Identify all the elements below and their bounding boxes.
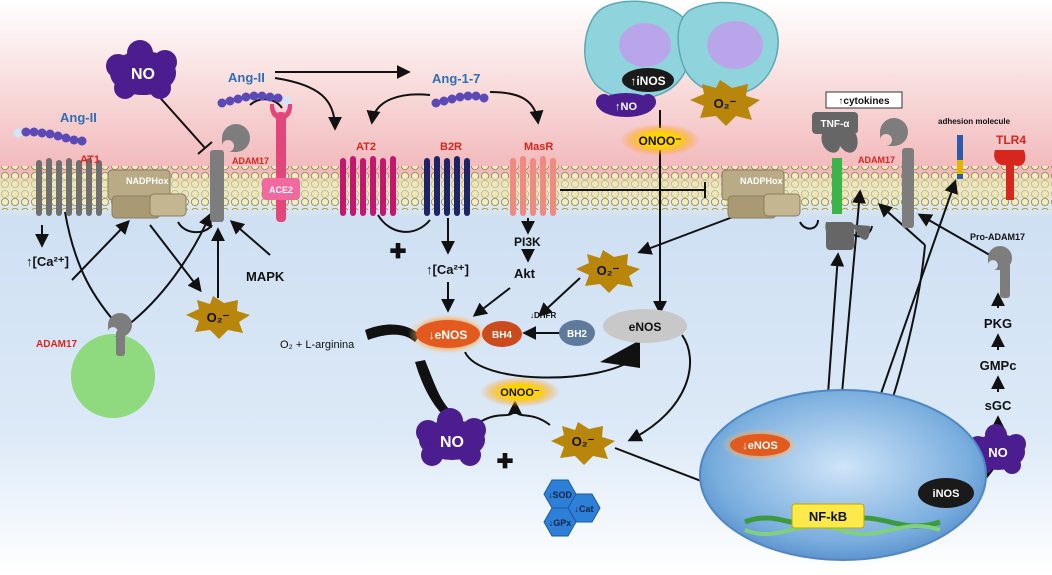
ace2-receptor: [262, 104, 300, 222]
no-cell-label: ↑NO: [615, 101, 637, 113]
nadphox-left-label: NADPHox: [126, 176, 169, 186]
cat-label: ↓Cat: [574, 504, 593, 514]
ca-left-label: ↑[Ca²⁺]: [26, 254, 69, 269]
tlr4-receptor: [994, 150, 1026, 200]
ang2-top-label: Ang-II: [228, 70, 265, 85]
tlr4-label: TLR4: [996, 133, 1026, 147]
cytokines-box: [825, 91, 903, 109]
pro-adam17-label: Pro-ADAM17: [970, 232, 1025, 242]
plus-sign-2: ✚: [497, 451, 514, 473]
enos-nuc-pill: [730, 434, 790, 456]
o2-mid-label: O₂⁻: [597, 263, 620, 278]
ang17-label: Ang-1-7: [432, 71, 480, 86]
masr-receptor: [510, 156, 556, 216]
onoo-glow-low: [480, 377, 560, 407]
enos-down-pill: [416, 320, 480, 348]
akt-label: Akt: [514, 266, 536, 281]
no-top-label: NO: [131, 66, 155, 83]
nadphox-left: [107, 169, 187, 219]
ace2-label: ACE2: [269, 185, 293, 195]
adhesion-molecule: [957, 135, 963, 179]
ang17-chain: [431, 91, 489, 108]
plus-sign-1: ✚: [390, 241, 407, 263]
adam17-membrane-label: ADAM17: [232, 156, 269, 166]
o2-burst-cell: [690, 80, 760, 126]
o2-burst-mid: [576, 250, 640, 293]
at2-receptor: [340, 156, 396, 216]
o2-arginine-label: O₂ + L-arginina: [280, 339, 355, 351]
bh4-pill: [482, 321, 522, 347]
immune-cells: [584, 0, 779, 100]
enos-pill: [603, 309, 687, 343]
inos-label: iNOS: [933, 488, 960, 500]
no-cloud-top: [106, 40, 177, 99]
enos-label: eNOS: [629, 320, 662, 334]
dna-strand-2: [744, 524, 941, 536]
nadphox-right: [721, 169, 801, 219]
bh2-pill: [559, 320, 595, 346]
adhesion-molecule-band: [957, 160, 963, 174]
inos-cell-pill: [622, 68, 674, 92]
bh4-label: BH4: [492, 330, 512, 341]
adam17-right-label: ADAM17: [858, 155, 895, 165]
enos-down-label: ↓eNOS: [429, 328, 468, 342]
nfkb-box: [791, 503, 865, 529]
b2r-label: B2R: [440, 141, 462, 153]
antioxidant-hexagons: [543, 479, 601, 537]
o2-low-label: O₂⁻: [572, 434, 595, 449]
no-right-label: NO: [988, 445, 1008, 460]
sgc-label: sGC: [985, 398, 1012, 413]
ang2-chain-top: [217, 91, 292, 108]
onoo-glow-top: [620, 124, 700, 156]
inos-cell-label: ↑iNOS: [630, 74, 665, 88]
gpx-label: ↓GPx: [549, 518, 572, 528]
bh2-label: BH2: [567, 329, 587, 340]
green-cell: [71, 334, 155, 418]
no-cloud-low: [416, 408, 486, 466]
at2-label: AT2: [356, 141, 376, 153]
onoo-low-label: ONOO⁻: [500, 387, 540, 399]
no-low-label: NO: [440, 434, 464, 451]
o2-burst-left: [186, 296, 250, 339]
adam17-membrane: [210, 124, 250, 222]
adam17-low-label: ADAM17: [36, 339, 78, 350]
adam17-right: [880, 118, 914, 228]
ang2-left-label: Ang-II: [60, 110, 97, 125]
sod-label: ↓SOD: [548, 490, 573, 500]
o2-cell-label: O₂⁻: [714, 96, 737, 111]
pkg-label: PKG: [984, 316, 1012, 331]
gmpc-label: GMPc: [980, 358, 1017, 373]
adam17-low-icon: [108, 313, 132, 356]
no-cloud-cell: [596, 93, 656, 117]
at1-label: AT1: [80, 154, 100, 166]
dhfr-label: ↓DHFR: [530, 311, 556, 320]
cytokines-label: ↑cytokines: [838, 96, 890, 107]
tnf-label: TNF-α: [821, 119, 851, 130]
masr-label: MasR: [524, 141, 553, 153]
adhesion-label: adhesion molecule: [938, 117, 1011, 126]
inos-pill: [918, 478, 974, 508]
onoo-top-label: ONOO⁻: [638, 134, 681, 148]
nadphox-right-label: NADPHox: [740, 176, 783, 186]
arginine-arrows: [365, 324, 640, 412]
pro-adam17-icon: [988, 246, 1012, 298]
o2-burst-low: [551, 422, 615, 465]
b2r-receptor: [424, 156, 470, 216]
tnf-receptor: [812, 112, 870, 250]
enos-nuc-label: ↓eNOS: [742, 440, 777, 452]
nucleus: [699, 389, 987, 561]
pi3k-label: PI3K: [514, 235, 541, 249]
ca-mid-label: ↑[Ca²⁺]: [426, 262, 469, 277]
nfkb-label: NF-kB: [809, 509, 847, 524]
at1-receptor: [36, 158, 102, 216]
ang2-chain-left: [13, 127, 87, 146]
mapk-label: MAPK: [246, 269, 285, 284]
o2-left-label: O₂⁻: [207, 310, 230, 325]
